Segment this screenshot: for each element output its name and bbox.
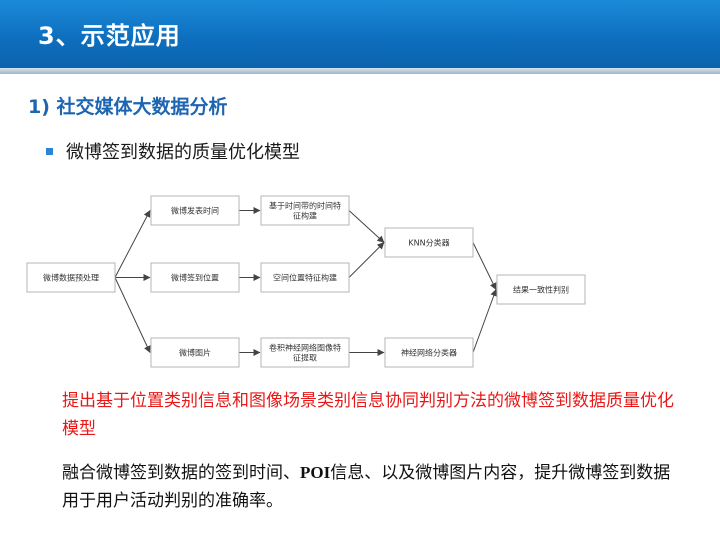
flow-node-label: 征提取 [293, 353, 317, 363]
bullet-text: 微博签到数据的质量优化模型 [66, 142, 300, 163]
flow-arrow-time_band_feature-to-knn [348, 210, 385, 243]
body-text-part-1: 融合微博签到数据的签到时间、 [62, 463, 300, 483]
flow-node-label: 卷积神经网络图像特 [269, 343, 341, 353]
flow-arrow-nn_classifier-to-consistency [472, 289, 498, 353]
bullet-square-icon [46, 148, 53, 155]
body-paragraph: 融合微博签到数据的签到时间、POI信息、以及微博图片内容，提升微博签到数据用于用… [62, 459, 682, 515]
flow-node-label: 微博发表时间 [171, 206, 219, 216]
highlight-statement: 提出基于位置类别信息和图像场景类别信息协同判别方法的微博签到数据质量优化模型 [62, 391, 674, 439]
flow-arrow-preprocess-to-post_time [114, 210, 151, 278]
flow-node-post_time: 微博发表时间 [150, 195, 240, 226]
flow-node-box [26, 262, 116, 293]
flow-node-box [150, 337, 240, 368]
flow-node-label: 微博签到位置 [171, 273, 219, 283]
flow-arrow-preprocess-to-images [114, 277, 151, 353]
flow-node-box [260, 262, 350, 293]
flow-node-knn: KNN分类器 [384, 227, 474, 258]
flow-node-box [496, 274, 586, 305]
section-heading: 1) 社交媒体大数据分析 [28, 96, 228, 118]
flow-node-label: 微博图片 [179, 348, 211, 358]
flow-node-spatial_feature: 空间位置特征构建 [260, 262, 350, 293]
flow-node-box [150, 195, 240, 226]
body-text-part-2: 信息、以及微博图片内容，提升微博签到数据用于用户活动判别的准确率。 [62, 463, 671, 511]
flow-node-nn_classifier: 神经网络分类器 [384, 337, 474, 368]
flow-node-label: 神经网络分类器 [401, 348, 457, 358]
flow-node-label: 基于时间带的时间特 [269, 201, 341, 211]
poi-term: POI [300, 463, 331, 482]
title-underline-stripe [0, 68, 720, 74]
flow-node-box [260, 337, 350, 368]
slide-title: 3、示范应用 [38, 22, 181, 50]
flow-node-preprocess: 微博数据预处理 [26, 262, 116, 293]
flow-node-label: 结果一致性判别 [513, 285, 569, 295]
flow-node-box [384, 337, 474, 368]
flow-node-images: 微博图片 [150, 337, 240, 368]
flow-node-box [260, 195, 350, 226]
flow-node-label: 空间位置特征构建 [273, 273, 337, 283]
flow-node-label: KNN分类器 [408, 238, 449, 248]
flow-node-consistency: 结果一致性判别 [496, 274, 586, 305]
flow-node-box [150, 262, 240, 293]
flow-arrow-spatial_feature-to-knn [348, 242, 385, 278]
flow-node-checkin_location: 微博签到位置 [150, 262, 240, 293]
title-bar: 3、示范应用 [0, 0, 720, 68]
flow-arrow-knn-to-consistency [472, 242, 497, 290]
flow-node-label: 征构建 [293, 211, 317, 221]
flow-node-box [384, 227, 474, 258]
flow-node-label: 微博数据预处理 [43, 273, 99, 283]
